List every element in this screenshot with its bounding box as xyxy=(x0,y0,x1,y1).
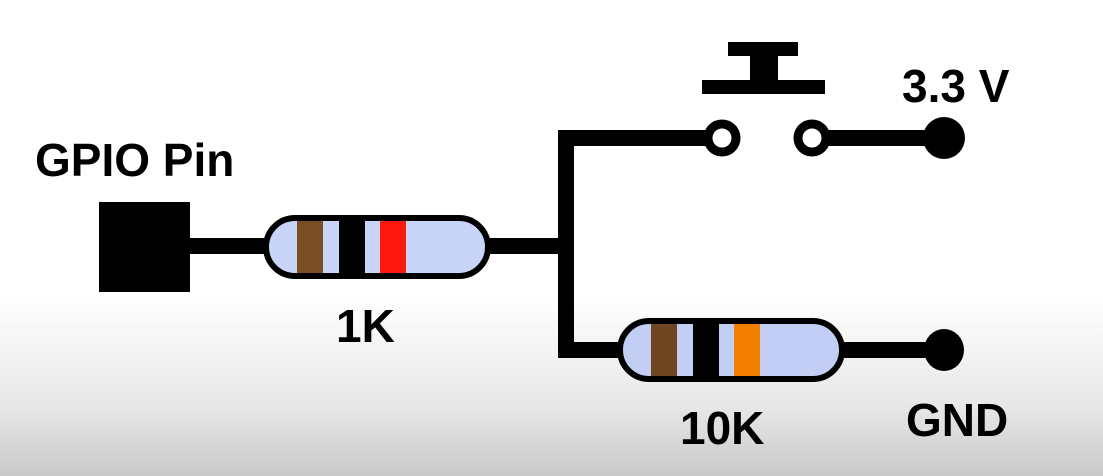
switch-contact-right xyxy=(793,119,831,157)
gnd-label: GND xyxy=(906,394,1008,446)
wires xyxy=(185,130,944,358)
resistor-10k-label: 10K xyxy=(680,402,764,454)
resistor-1k-band-1 xyxy=(297,221,323,273)
push-button-stem xyxy=(750,54,778,84)
gpio-pin-square xyxy=(99,202,190,292)
resistor-10k-band-1 xyxy=(651,324,677,376)
vcc-label: 3.3 V xyxy=(902,60,1010,112)
switch-contact-left xyxy=(703,119,741,157)
resistor-1k-band-2 xyxy=(339,221,365,273)
push-button xyxy=(702,42,831,157)
resistor-1k xyxy=(263,215,491,279)
push-button-bar xyxy=(702,80,825,94)
resistor-1k-label: 1K xyxy=(336,300,395,352)
resistor-10k xyxy=(617,318,845,382)
gpio-pin-label: GPIO Pin xyxy=(35,134,234,186)
gnd-terminal xyxy=(924,329,964,371)
push-button-cap xyxy=(728,42,798,56)
resistor-1k-band-3 xyxy=(380,221,406,273)
vcc-terminal xyxy=(923,117,965,159)
resistor-10k-band-2 xyxy=(693,324,719,376)
resistor-10k-band-3 xyxy=(734,324,760,376)
